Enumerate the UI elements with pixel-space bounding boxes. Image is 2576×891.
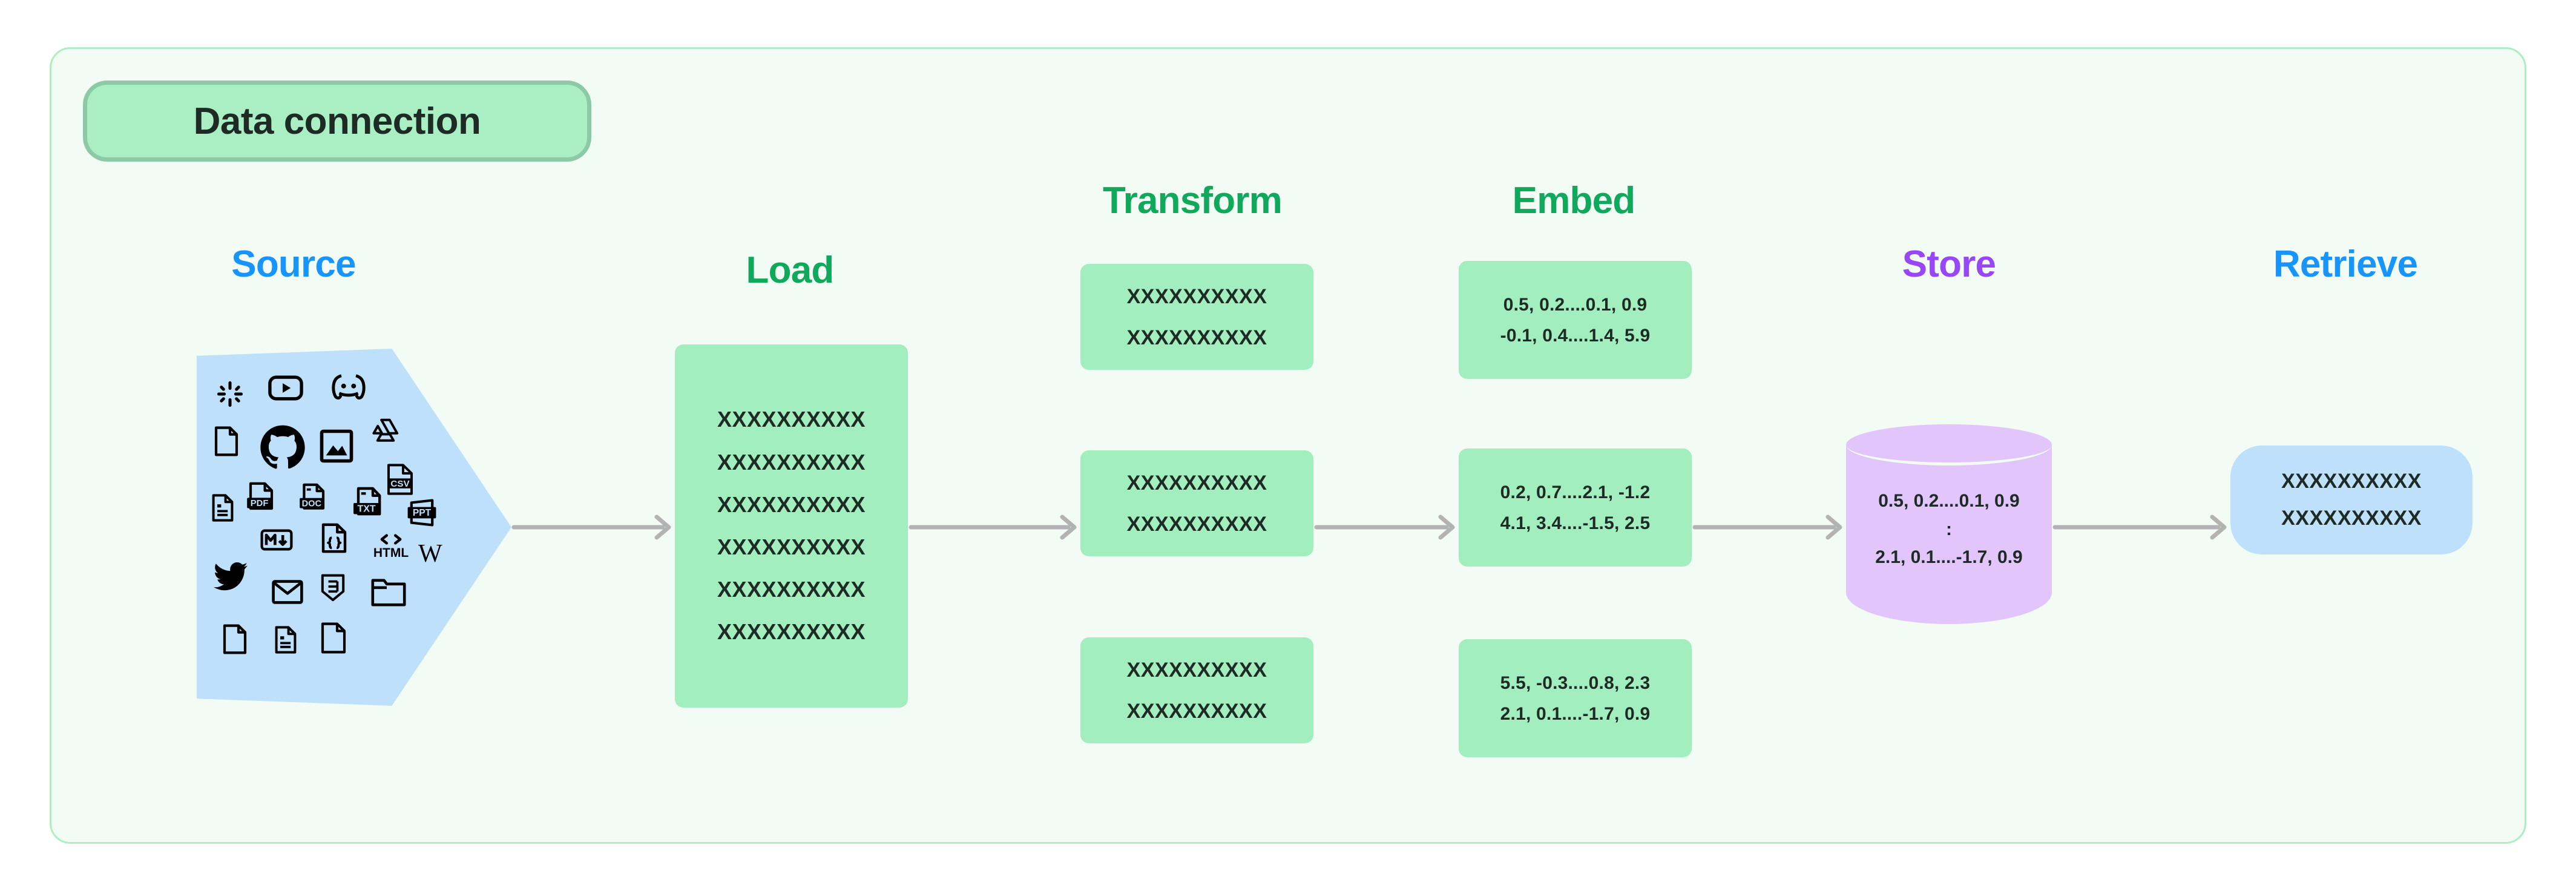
- embed-row: -0.1, 0.4....1.4, 5.9: [1500, 325, 1651, 346]
- load-row: XXXXXXXXXX: [717, 407, 866, 432]
- stage-label-embed: Embed: [1512, 180, 1636, 222]
- youtube-icon: [268, 374, 303, 402]
- blank-document-icon: [222, 624, 248, 654]
- svg-text:PDF: PDF: [251, 499, 269, 508]
- load-card: XXXXXXXXXX XXXXXXXXXX XXXXXXXXXX XXXXXXX…: [675, 344, 908, 708]
- arrow-transform-to-embed: [1314, 512, 1459, 542]
- load-row: XXXXXXXXXX: [717, 534, 866, 559]
- css3-icon: [321, 574, 345, 602]
- wikipedia-icon: W: [418, 540, 442, 568]
- load-row: XXXXXXXXXX: [717, 449, 866, 475]
- source-icon-grid: CSV PDF: [197, 349, 511, 706]
- stage-label-source: Source: [231, 243, 356, 285]
- data-connection-badge: Data connection: [83, 81, 591, 162]
- svg-text:PPT: PPT: [413, 508, 432, 518]
- store-cylinder-text: 0.5, 0.2....0.1, 0.9 : 2.1, 0.1....-1.7,…: [1846, 487, 2052, 572]
- embed-row: 4.1, 3.4....-1.5, 2.5: [1500, 513, 1651, 533]
- google-drive-icon: [372, 418, 399, 442]
- load-row: XXXXXXXXXX: [717, 492, 866, 517]
- transform-row: XXXXXXXXXX: [1126, 699, 1267, 723]
- text-lines-document-icon: [211, 494, 234, 522]
- store-cylinder: 0.5, 0.2....0.1, 0.9 : 2.1, 0.1....-1.7,…: [1846, 424, 2052, 624]
- text-lines-document-icon: [274, 626, 297, 654]
- txt-file-icon: TXT: [351, 487, 385, 521]
- blank-document-icon: [320, 622, 347, 654]
- doc-file-icon: DOC: [298, 483, 328, 513]
- transform-row: XXXXXXXXXX: [1126, 512, 1267, 536]
- retrieve-row: XXXXXXXXXX: [2281, 507, 2422, 530]
- github-icon: [258, 424, 307, 472]
- svg-text:TXT: TXT: [357, 504, 375, 515]
- arrow-embed-to-store: [1692, 512, 1846, 542]
- stage-label-retrieve: Retrieve: [2273, 243, 2418, 285]
- embed-card: 5.5, -0.3....0.8, 2.3 2.1, 0.1....-1.7, …: [1459, 639, 1692, 757]
- data-connection-badge-label: Data connection: [193, 100, 481, 142]
- folder-icon: [371, 579, 406, 607]
- stage-label-store: Store: [1902, 243, 1996, 285]
- stage-label-transform: Transform: [1103, 180, 1283, 222]
- pdf-file-icon: PDF: [245, 482, 277, 513]
- store-cylinder-top-ellipse: [1846, 424, 2052, 465]
- arrow-load-to-transform: [908, 512, 1080, 542]
- svg-text:CSV: CSV: [390, 479, 410, 489]
- arrow-source-to-load: [511, 512, 675, 542]
- blank-document-icon: [214, 426, 239, 456]
- store-row: 0.5, 0.2....0.1, 0.9: [1878, 491, 2020, 511]
- embed-card: 0.2, 0.7....2.1, -1.2 4.1, 3.4....-1.5, …: [1459, 449, 1692, 567]
- stage-label-load: Load: [746, 249, 835, 291]
- json-code-file-icon: [321, 523, 347, 553]
- transform-card: XXXXXXXXXX XXXXXXXXXX: [1080, 637, 1313, 743]
- data-connection-diagram-frame: Data connection Source Load Transform Em…: [50, 47, 2526, 844]
- retrieve-row: XXXXXXXXXX: [2281, 469, 2422, 493]
- slack-icon: [216, 380, 244, 408]
- svg-text:DOC: DOC: [302, 499, 322, 508]
- load-row: XXXXXXXXXX: [717, 619, 866, 645]
- embed-row: 5.5, -0.3....0.8, 2.3: [1500, 672, 1651, 693]
- retrieve-card: XXXXXXXXXX XXXXXXXXXX: [2230, 446, 2472, 554]
- source-shape: CSV PDF: [197, 349, 511, 706]
- transform-row: XXXXXXXXXX: [1126, 471, 1267, 495]
- arrow-store-to-retrieve: [2052, 512, 2230, 542]
- embed-row: 0.5, 0.2....0.1, 0.9: [1503, 294, 1648, 315]
- csv-file-icon: CSV: [386, 464, 414, 495]
- twitter-icon: [214, 562, 249, 591]
- email-icon: [272, 580, 303, 604]
- transform-card: XXXXXXXXXX XXXXXXXXXX: [1080, 264, 1313, 370]
- transform-row: XXXXXXXXXX: [1126, 326, 1267, 349]
- embed-card: 0.5, 0.2....0.1, 0.9 -0.1, 0.4....1.4, 5…: [1459, 261, 1692, 379]
- embed-row: 2.1, 0.1....-1.7, 0.9: [1500, 703, 1651, 724]
- transform-row: XXXXXXXXXX: [1126, 284, 1267, 308]
- ppt-file-icon: PPT: [406, 499, 438, 527]
- store-row: :: [1946, 519, 1952, 539]
- store-cylinder-body: [1846, 445, 2052, 624]
- store-row: 2.1, 0.1....-1.7, 0.9: [1875, 547, 2023, 567]
- image-icon: [320, 429, 353, 463]
- discord-icon: [331, 373, 366, 401]
- markdown-icon: [260, 529, 293, 551]
- html-icon: HTML: [372, 533, 410, 559]
- transform-row: XXXXXXXXXX: [1126, 658, 1267, 682]
- load-row: XXXXXXXXXX: [717, 577, 866, 602]
- embed-row: 0.2, 0.7....2.1, -1.2: [1500, 482, 1651, 502]
- transform-card: XXXXXXXXXX XXXXXXXXXX: [1080, 450, 1313, 556]
